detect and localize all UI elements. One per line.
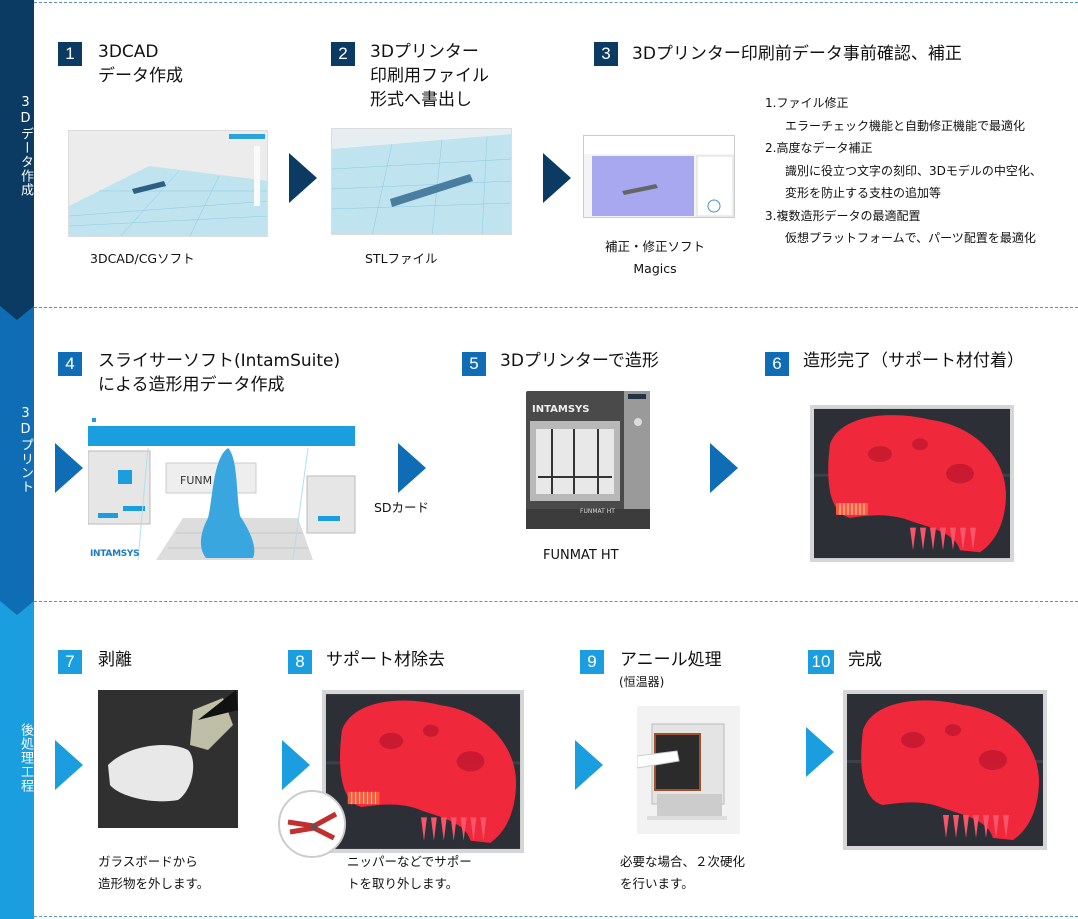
step-title: サポート材除去 [326, 650, 445, 670]
sd-card-label: SDカード [374, 500, 430, 515]
step-title: 3Dプリンター印刷用ファイル形式へ書出し [370, 42, 489, 110]
phase-bar-data-creation: 3Dデータ作成 [0, 0, 34, 306]
arrow-right-icon [575, 740, 603, 790]
arrow-right-icon [289, 153, 317, 203]
printer-model: FUNMAT HT [580, 508, 615, 515]
intamsuite-screenshot: FUNM [88, 418, 358, 560]
phase-bar-post-processing: 後処理工程 [0, 601, 34, 919]
step-caption: FUNMAT HT [543, 548, 619, 563]
magics-software-screenshot [583, 135, 735, 218]
step-title: アニール処理 [620, 650, 722, 670]
step-number: 5 [462, 352, 486, 376]
arrow-right-icon [55, 740, 83, 790]
arrow-right-icon [398, 443, 426, 493]
printed-model-with-support-photo [810, 405, 1014, 562]
thermostatic-oven-photo [637, 706, 740, 834]
list-item: 1.ファイル修正 [765, 96, 849, 110]
list-item: エラーチェック機能と自動修正機能で最適化 [785, 118, 1026, 133]
stl-file-preview [331, 128, 512, 235]
step-number: 8 [288, 650, 312, 674]
divider [34, 2, 1078, 3]
step-subtitle: (恒温器) [619, 675, 665, 689]
arrow-right-icon [55, 443, 83, 493]
t-rex-skull-model [843, 690, 1047, 850]
divider [34, 916, 1078, 917]
list-item: 2.高度なデータ補正 [765, 141, 873, 155]
step-number: 9 [580, 650, 604, 674]
phase-label: 後処理工程 [18, 723, 33, 793]
step-number: 10 [808, 650, 834, 674]
peeling-photo [98, 690, 238, 828]
step-title: 3Dプリンター印刷前データ事前確認、補正 [632, 44, 962, 64]
nipper-tool-icon [278, 790, 346, 858]
step-title: 完成 [848, 650, 882, 670]
list-item: 識別に役立つ文字の刻印、3Dモデルの中空化、 [785, 163, 1042, 178]
step-number: 6 [765, 352, 789, 376]
finished-model-photo [843, 690, 1047, 850]
divider [34, 307, 1078, 308]
step-number: 1 [58, 42, 82, 66]
phase-bar-printing: 3Dプリント [0, 306, 34, 601]
arrow-right-icon [806, 727, 834, 777]
step-title: スライサーソフト(IntamSuite)による造形用データ作成 [98, 351, 341, 395]
step-title: 剥離 [98, 650, 132, 670]
phase-label: 3Dデータ作成 [18, 95, 33, 197]
arrow-right-icon [282, 740, 310, 790]
funmat-ht-printer-image: INTAMSYS FUNMAT HT [524, 389, 652, 533]
list-item: 3.複数造形データの最適配置 [765, 208, 921, 223]
step-caption: ガラスボードから造形物を外します。 [98, 854, 210, 891]
list-item: 仮想プラットフォームで、パーツ配置を最適化 [785, 231, 1036, 245]
chevron-down-icon [0, 601, 34, 615]
step-number: 2 [331, 42, 355, 66]
t-rex-skull-model [322, 690, 524, 853]
step-caption: STLファイル [365, 251, 438, 266]
step-caption: 3DCAD/CGソフト [90, 251, 195, 266]
step-number: 7 [58, 650, 82, 674]
t-rex-skull-model [810, 405, 1014, 562]
list-item: 変形を防止する支柱の追加等 [785, 186, 942, 200]
step-title: 3Dプリンターで造形 [500, 351, 659, 371]
arrow-right-icon [710, 443, 738, 493]
step-number: 4 [58, 352, 82, 376]
arrow-right-icon [543, 153, 571, 203]
intamsys-logo: INTAMSYS [90, 549, 140, 559]
step-title: 造形完了（サポート材付着） [803, 351, 1024, 371]
correction-list: 1.ファイル修正 エラーチェック機能と自動修正機能で最適化 2.高度なデータ補正… [765, 92, 1042, 250]
printer-brand: INTAMSYS [532, 404, 589, 415]
cad-software-screenshot [68, 130, 268, 237]
step-caption: 必要な場合、２次硬化を行います。 [620, 854, 746, 891]
phase-label: 3Dプリント [18, 406, 33, 494]
step-caption: ニッパーなどでサポートを取り外します。 [347, 854, 472, 891]
chevron-down-icon [0, 306, 34, 320]
divider [34, 601, 1078, 602]
plate-text: FUNM [180, 474, 212, 487]
step-number: 3 [594, 42, 618, 66]
support-removal-photo [322, 690, 524, 853]
